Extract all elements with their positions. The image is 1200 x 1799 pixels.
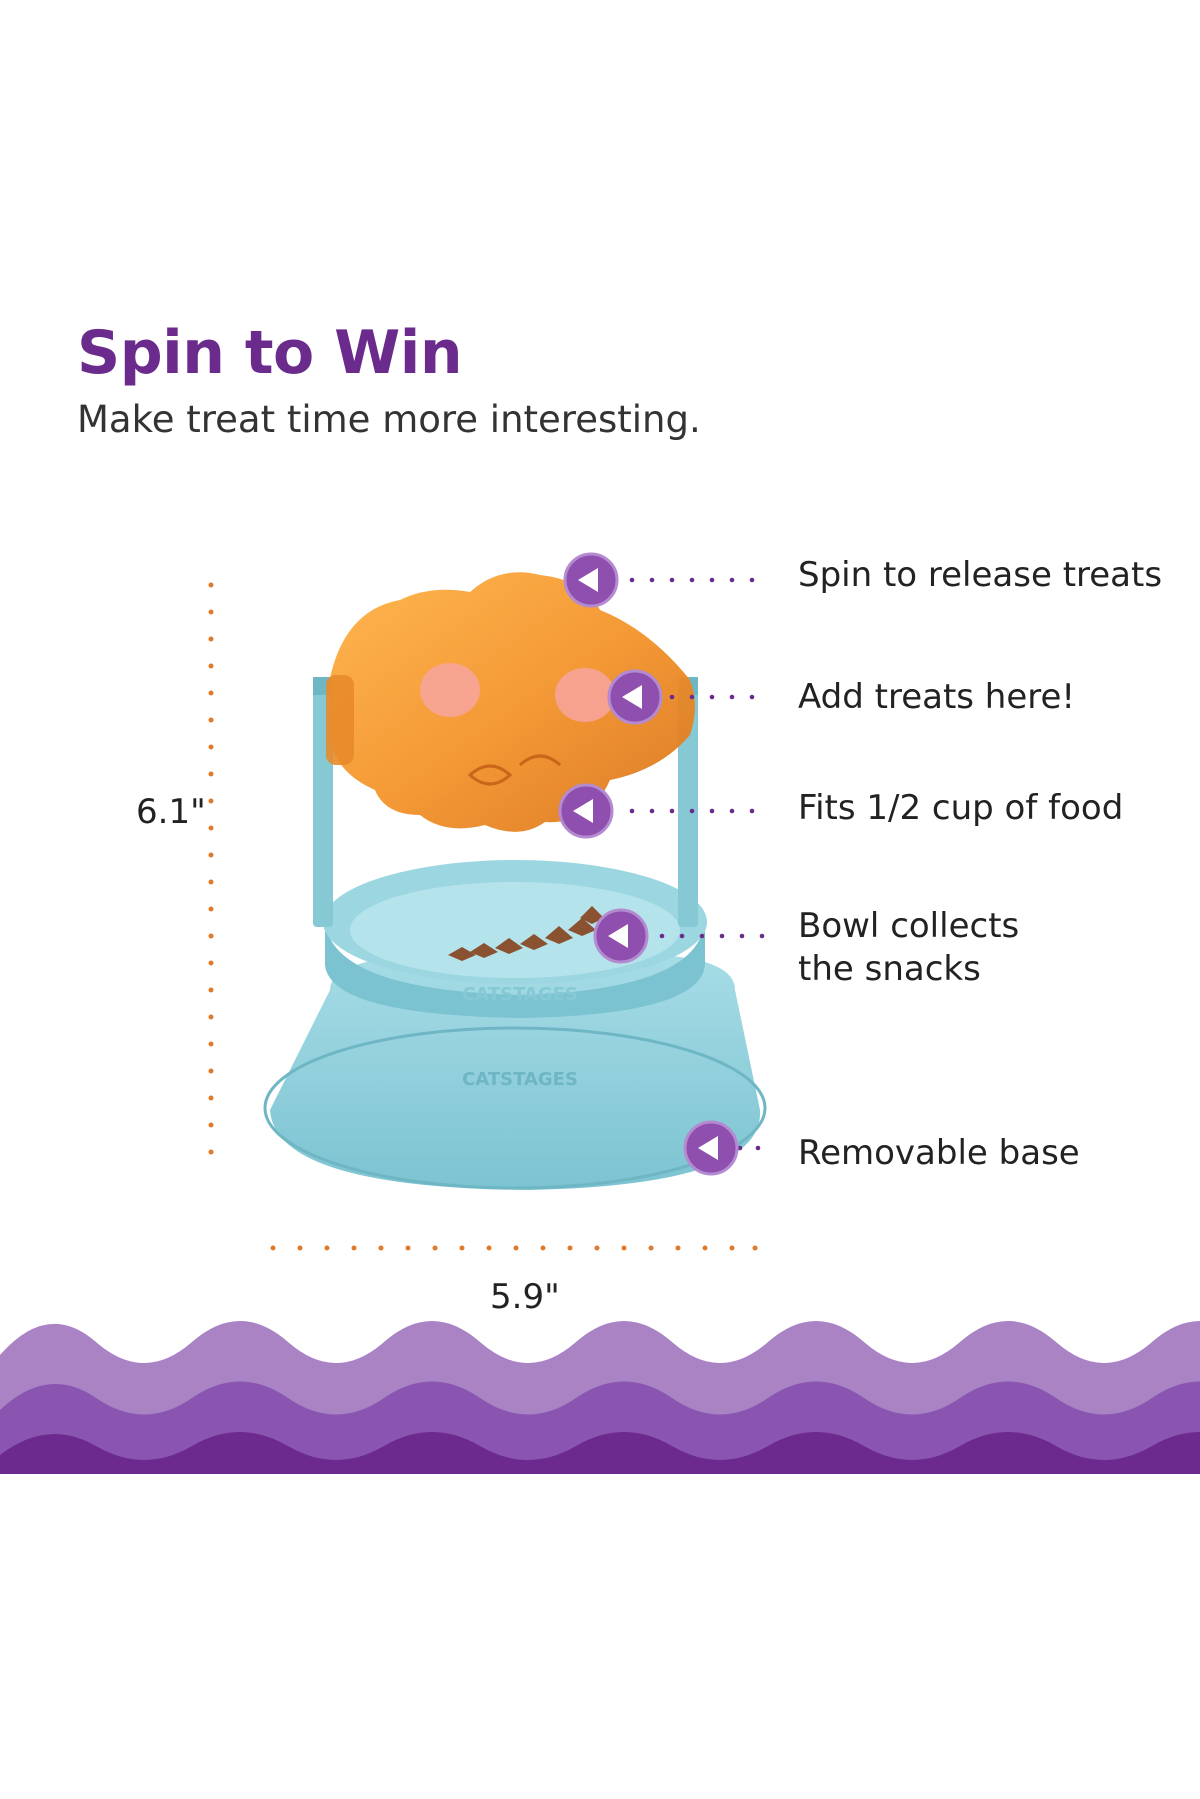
callout-removable-base: Removable base bbox=[798, 1133, 1080, 1173]
width-dimension-label: 5.9" bbox=[490, 1277, 560, 1317]
wave-band bbox=[0, 1321, 1200, 1474]
callout-add-treats: Add treats here! bbox=[798, 677, 1076, 717]
callout-marker-1 bbox=[563, 552, 619, 608]
snack-bowl: CATSTAGES bbox=[323, 860, 707, 1018]
kibble bbox=[448, 906, 604, 961]
page-subtitle: Make treat time more interesting. bbox=[77, 398, 701, 441]
height-dimension-line bbox=[208, 582, 214, 1155]
callout-capacity: Fits 1/2 cup of food bbox=[798, 788, 1124, 828]
brand-mark-base: CATSTAGES bbox=[462, 1069, 578, 1090]
brand-mark-bowl: CATSTAGES bbox=[462, 984, 578, 1005]
width-dimension-line bbox=[270, 1245, 758, 1251]
callout-leaders bbox=[629, 577, 765, 1151]
callout-marker-3 bbox=[558, 783, 614, 839]
callout-marker-5 bbox=[683, 1120, 739, 1176]
page-title: Spin to Win bbox=[77, 318, 463, 388]
removable-base: CATSTAGES bbox=[263, 955, 767, 1190]
fish-treat-toy bbox=[326, 572, 695, 832]
callout-spin-release: Spin to release treats bbox=[798, 555, 1163, 595]
callout-marker-2 bbox=[607, 669, 663, 725]
callout-marker-4 bbox=[593, 908, 649, 964]
callout-bowl: Bowl collects the snacks bbox=[798, 906, 1020, 989]
height-dimension-label: 6.1" bbox=[136, 792, 206, 832]
